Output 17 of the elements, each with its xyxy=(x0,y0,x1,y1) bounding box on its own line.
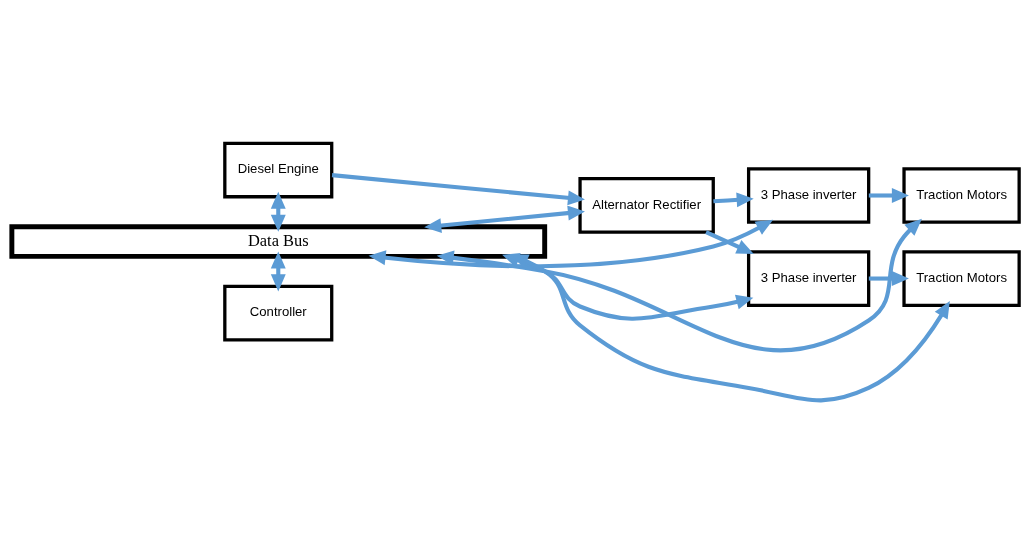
arrow xyxy=(868,187,909,203)
node-box: 3 Phase inverter xyxy=(746,166,871,224)
node-box: Traction Motors xyxy=(902,166,1021,224)
node-box: 3 Phase inverter xyxy=(746,249,871,307)
arrow xyxy=(713,191,754,207)
node-box: Data Bus xyxy=(9,223,548,259)
arrow xyxy=(424,205,585,233)
arrow xyxy=(705,229,754,254)
arrow xyxy=(270,191,286,232)
node-box: Diesel Engine xyxy=(223,141,334,198)
arrow xyxy=(868,270,909,286)
node-box: Traction Motors xyxy=(902,249,1021,307)
arrow xyxy=(270,250,286,291)
arrow xyxy=(331,172,585,205)
node-box: Alternator Rectifier xyxy=(578,176,715,234)
arrow xyxy=(436,218,922,352)
node-box: Controller xyxy=(223,284,334,341)
